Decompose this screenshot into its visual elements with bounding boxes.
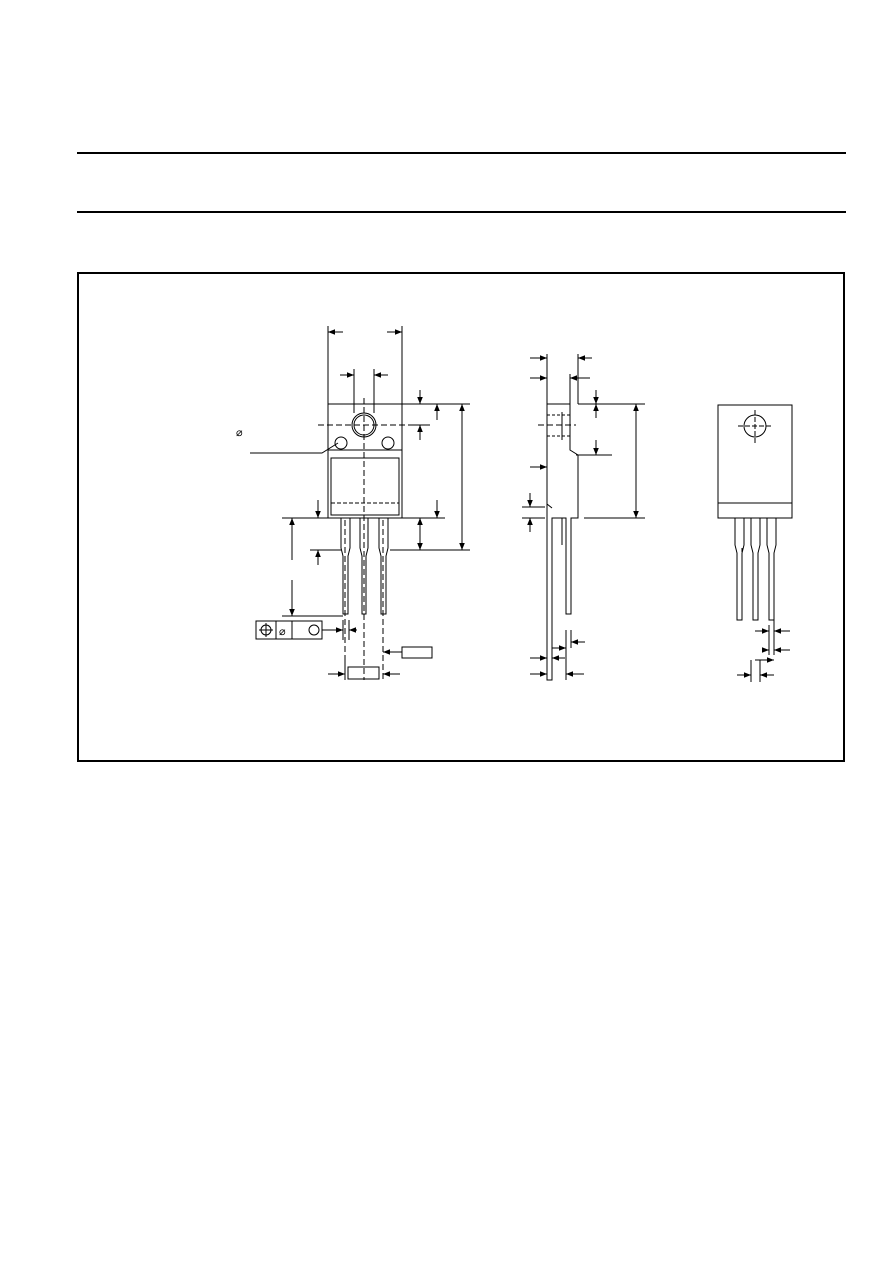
lead-2 xyxy=(359,518,369,615)
header-rule-top xyxy=(77,152,846,154)
diameter-symbol: ⌀ xyxy=(236,427,243,439)
front-body-outline xyxy=(327,403,403,519)
lead-1 xyxy=(340,518,351,615)
rear-lead-1 xyxy=(734,518,745,621)
tolerance-diameter-symbol: ⌀ xyxy=(279,626,286,638)
rear-lead-2 xyxy=(750,518,761,621)
pin-marker-left xyxy=(334,436,348,450)
side-body-outline xyxy=(546,403,579,681)
rear-lead-3 xyxy=(766,518,777,621)
lead-3 xyxy=(378,518,389,615)
front-view xyxy=(250,326,470,680)
pin-marker-right xyxy=(381,436,395,450)
side-view xyxy=(522,354,645,681)
pitch-label-box xyxy=(401,646,433,659)
rear-body-outline xyxy=(717,404,793,519)
package-outline-frame xyxy=(77,272,845,762)
pitch-label-box-2 xyxy=(347,666,380,680)
header-rule-bottom xyxy=(77,211,846,213)
front-mould-outline xyxy=(330,457,400,516)
rear-view xyxy=(717,404,793,682)
